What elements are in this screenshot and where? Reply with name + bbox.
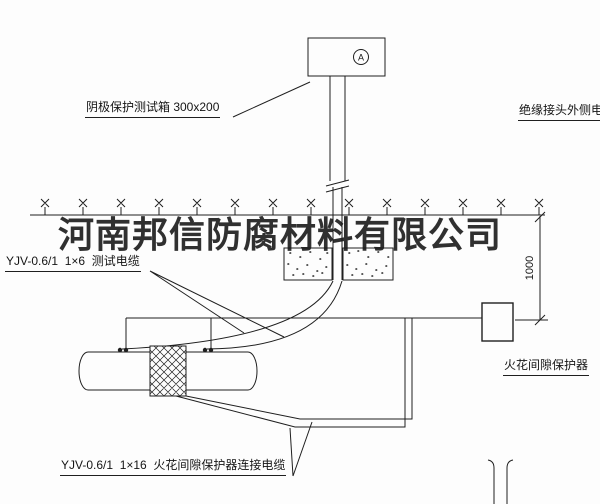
- test-cable-left: [121, 280, 334, 350]
- dimension-line: [515, 216, 548, 321]
- label-test-box: 阴极保护测试箱 300x200: [85, 100, 221, 118]
- anchor-block-right: [342, 247, 394, 281]
- conduit-upper: [329, 76, 346, 181]
- anchor-block-left: [283, 247, 333, 281]
- meter-letter: A: [358, 53, 364, 63]
- test-box-outline: [307, 37, 386, 77]
- label-bottom-cable: YJV-0.6/1 1×16 火花间隙保护器连接电缆: [60, 458, 287, 476]
- dimension-ticks: [534, 211, 546, 326]
- connection-cable-1: [185, 318, 413, 420]
- label-insulation-cable: 绝缘接头外侧电缆: [518, 104, 600, 121]
- label-spark-gap: 火花间隙保护器: [503, 358, 590, 376]
- pipe-end-right: [247, 351, 258, 391]
- test-box-leader-line: [232, 81, 311, 118]
- spark-gap-protector-box: [481, 302, 514, 342]
- bottom-cable-leader-lines: [289, 421, 313, 477]
- meter-circle: [353, 49, 369, 65]
- pipe-cable-risers: [125, 318, 212, 350]
- test-cable-leader-lines: [149, 270, 285, 338]
- dimension-text: 1000: [524, 256, 536, 280]
- ground-hatch-symbols: [40, 198, 544, 215]
- conduit-lower: [332, 187, 343, 280]
- test-cable-right: [206, 280, 343, 350]
- pipe-end-left: [78, 351, 89, 391]
- insulating-joint-hatch: [149, 345, 187, 397]
- anchor-block-stipple: [287, 250, 390, 277]
- label-test-cable: YJV-0.6/1 1×6 测试电缆: [5, 254, 141, 272]
- conduit-break-symbol: [325, 179, 350, 193]
- connection-cable-2: [175, 318, 406, 428]
- pipe-stub-symbol: [487, 459, 514, 504]
